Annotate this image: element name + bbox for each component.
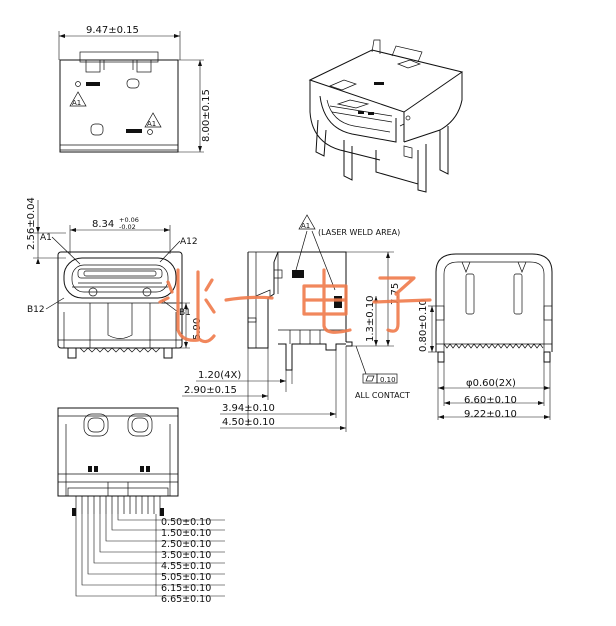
front-width-dim: 8.34 [92,219,114,230]
top-view: 9.47±0.15 A1 A1 8.00±0.15 [58,25,212,153]
pin-a1-label: A1 [40,233,52,243]
pin-dim-6: 5.05±0.10 [161,572,211,583]
side-mark: A1 [301,222,310,230]
rear-dim-6-60: 6.60±0.10 [464,395,517,406]
pin-dim-2: 1.50±0.10 [161,528,211,539]
pin-dim-7: 6.15±0.10 [161,583,211,594]
front-width-tol-minus: -0.02 [119,223,136,231]
pin-a12-label: A12 [180,237,198,247]
pin-dim-1: 0.50±0.10 [161,517,211,528]
flatness-value: 0.10 [380,376,396,384]
pin-dim-4: 3.50±0.10 [161,550,211,561]
top-mark-1: A1 [72,99,81,107]
pin-b1-label: B1 [179,308,191,318]
front-height-dim: 2.56±0.04 [26,197,37,250]
top-width-dim: 9.47±0.15 [86,25,139,36]
side-dim-1-3: 1.3±0.10 [365,295,376,342]
front-width-tol-plus: +0.06 [119,216,139,224]
laser-weld-note: (LASER WELD AREA) [318,228,400,237]
side-dim-3-94: 3.94±0.10 [222,403,275,414]
pin-dim-5: 4.55±0.10 [161,561,211,572]
isometric-view [308,39,464,193]
top-height-dim: 8.00±0.15 [201,89,212,142]
side-view: A1 (LASER WELD AREA) 7.75 1.3±0.10 0.10 [182,214,410,432]
rear-dim-9-22: 9.22±0.10 [464,409,517,420]
side-dim-4-50: 4.50±0.10 [222,417,275,428]
pin-dim-8: 6.65±0.10 [161,594,211,605]
rear-hole-dim: φ0.60(2X) [466,378,516,389]
rear-view: 0.80±0.10 φ0.60(2X) 6.60±0.10 9.22±0.10 [418,253,553,420]
side-dim-2-90: 2.90±0.15 [184,385,237,396]
pin-b12-label: B12 [27,305,45,315]
rear-dim-0-80: 0.80±0.10 [418,299,429,352]
top-mark-2: A1 [147,120,156,128]
watermark [158,268,432,344]
pin-dim-3: 2.50±0.10 [161,539,211,550]
side-dim-1-20: 1.20(4X) [198,370,241,381]
all-contact-note: ALL CONTACT [355,391,410,400]
bottom-view: 0.50±0.10 1.50±0.10 2.50±0.10 3.50±0.10 … [57,407,225,605]
